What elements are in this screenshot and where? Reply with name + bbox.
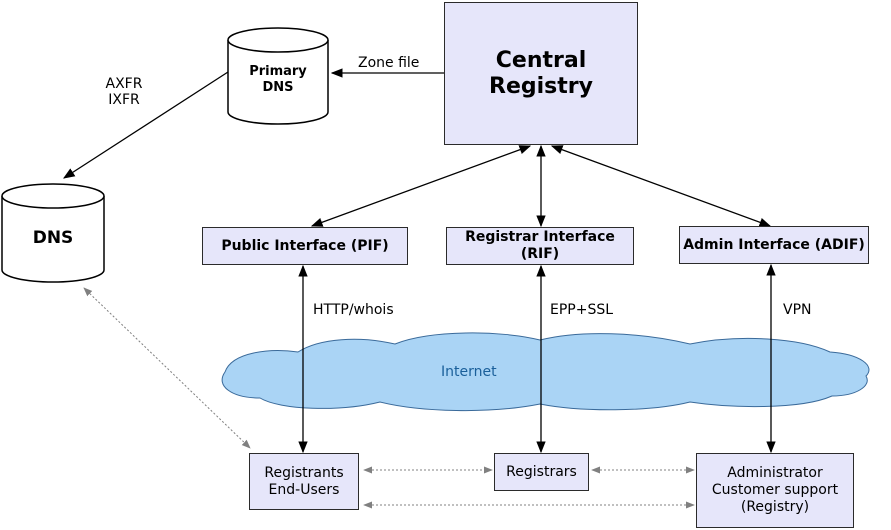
administrator-box: Administrator Customer support (Registry… bbox=[696, 453, 854, 528]
axfr-ixfr-label: AXFR IXFR bbox=[105, 76, 143, 108]
epp-ssl-label: EPP+SSL bbox=[550, 302, 614, 318]
primary-dns-cylinder bbox=[227, 27, 329, 125]
dns-registrants-dashed-arrow bbox=[83, 287, 251, 449]
registrants-box: Registrants End-Users bbox=[249, 453, 359, 510]
zone-file-label: Zone file bbox=[358, 55, 420, 71]
internet-label: Internet bbox=[441, 364, 497, 380]
http-whois-label: HTTP/whois bbox=[313, 302, 394, 318]
central-pif-arrow bbox=[310, 145, 532, 227]
admin-interface-box: Admin Interface (ADIF) bbox=[679, 226, 869, 264]
public-interface-box: Public Interface (PIF) bbox=[202, 227, 408, 265]
dns-cylinder bbox=[1, 183, 105, 283]
primary-dns-label: Primary DNS bbox=[249, 64, 307, 95]
vpn-label: VPN bbox=[783, 302, 812, 318]
registrar-interface-box: Registrar Interface (RIF) bbox=[446, 227, 634, 265]
internet-cloud bbox=[221, 332, 870, 412]
dns-label: DNS bbox=[32, 228, 74, 248]
axfr-arrow bbox=[63, 71, 229, 179]
registrars-box: Registrars bbox=[494, 453, 589, 491]
central-adif-arrow bbox=[550, 145, 772, 227]
central-registry-box: Central Registry bbox=[444, 2, 638, 145]
